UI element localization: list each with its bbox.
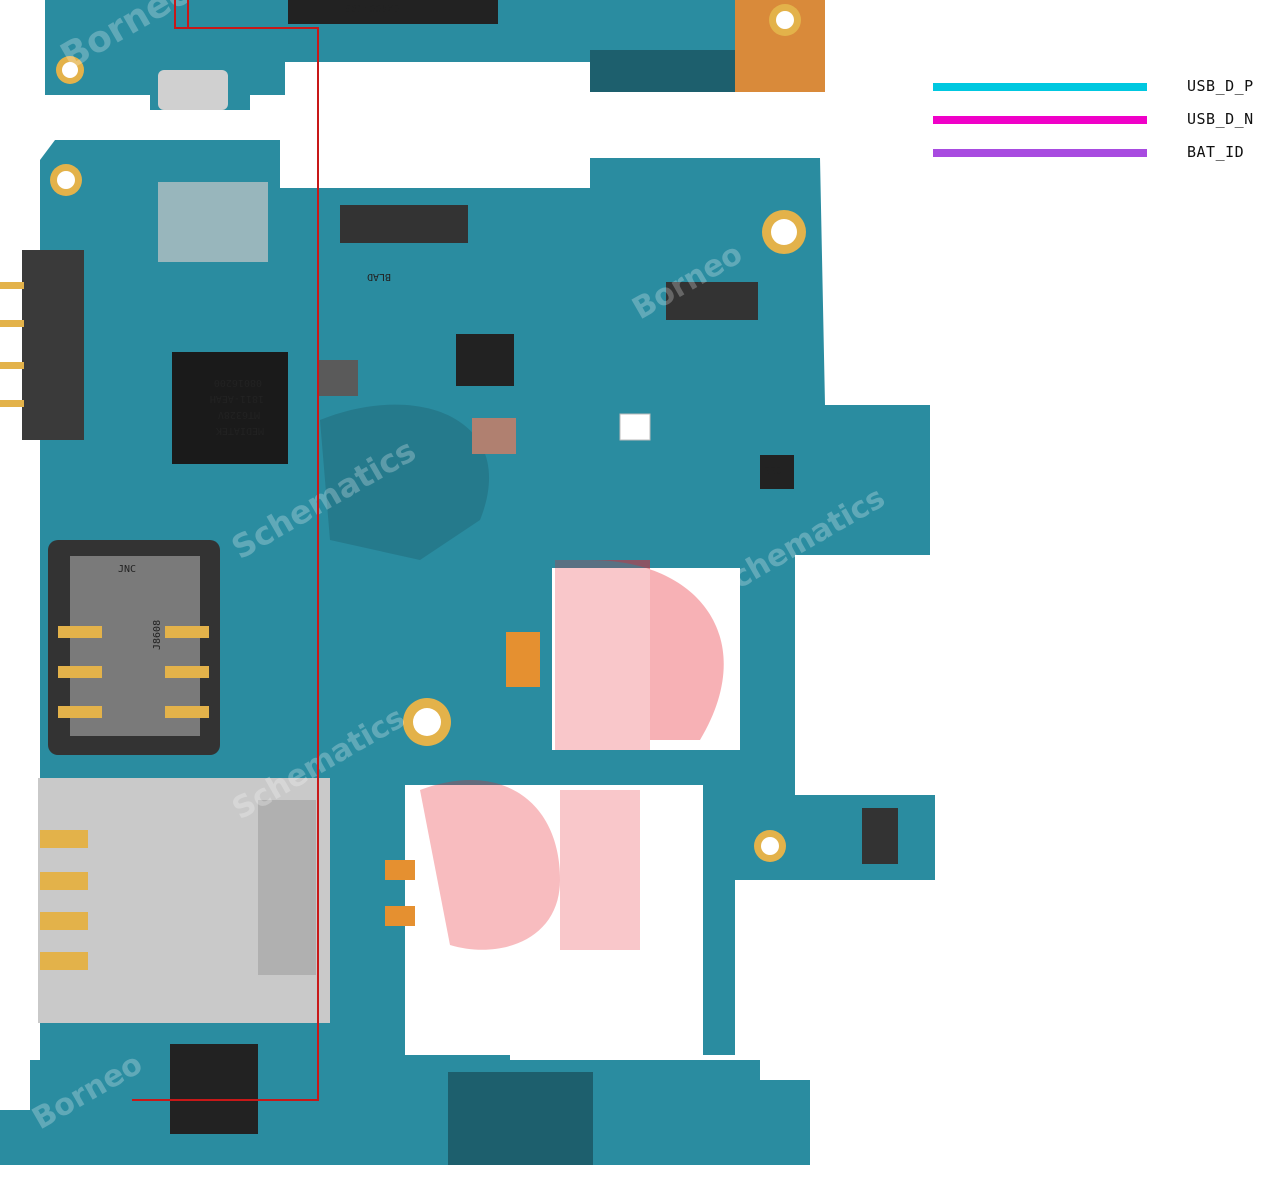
battery-pin xyxy=(0,400,24,407)
capacitor-tantalum xyxy=(506,632,540,687)
sim-contact xyxy=(58,626,102,638)
logo-watermark xyxy=(320,404,490,560)
cutout xyxy=(405,785,703,1055)
legend-label: BAT_ID xyxy=(1187,143,1245,161)
battery-connector xyxy=(22,250,84,440)
inductor xyxy=(472,418,516,454)
flex-connector xyxy=(666,282,758,320)
battery-pin xyxy=(0,362,24,369)
mediatek-model: MT6328V xyxy=(218,409,260,420)
sd-contact xyxy=(40,952,88,970)
sd-contact xyxy=(40,872,88,890)
sim-contact xyxy=(165,706,209,718)
mediatek-code: 1811-AEAH xyxy=(210,393,264,404)
sim-contact xyxy=(58,706,102,718)
sd-contact xyxy=(40,912,88,930)
legend-item-usb-d-n: USB_D_N xyxy=(933,110,1271,132)
battery-pin xyxy=(0,282,24,289)
legend-label: USB_D_P xyxy=(1187,77,1254,95)
legend-swatch xyxy=(933,149,1147,157)
mediatek-date: 08016200 xyxy=(214,377,262,388)
fpc-connector xyxy=(862,808,898,864)
logo-watermark xyxy=(560,790,640,950)
highlighted-trace xyxy=(132,0,319,1101)
top-chip-label: S61FGG6XD xyxy=(345,4,399,15)
sim-contact xyxy=(165,666,209,678)
flex-connector xyxy=(340,205,468,243)
top-chip xyxy=(288,0,498,24)
legend-item-usb-d-p: USB_D_P xyxy=(933,77,1271,99)
logo-watermark xyxy=(590,560,724,740)
top-board-dark xyxy=(590,50,735,92)
sim-contact xyxy=(165,626,209,638)
ic xyxy=(456,334,514,386)
led xyxy=(619,413,651,441)
legend-item-bat-id: BAT_ID xyxy=(933,143,1271,165)
ic xyxy=(170,1044,258,1134)
mount-hole xyxy=(761,837,779,855)
connector-mark: BLAD xyxy=(367,271,391,282)
sd-card-inner xyxy=(258,800,316,975)
legend-label: USB_D_N xyxy=(1187,110,1254,128)
sd-contact xyxy=(40,830,88,848)
legend-swatch xyxy=(933,83,1147,91)
bga-chip xyxy=(158,182,268,262)
mount-hole xyxy=(62,62,78,78)
small-ic-label: GGO xyxy=(764,466,782,477)
mediatek-brand: MEDIATEK xyxy=(216,425,264,436)
sim-tray-label: J8608 xyxy=(152,620,163,650)
mount-hole xyxy=(771,219,797,245)
capacitor xyxy=(385,906,415,926)
sim-contact xyxy=(58,666,102,678)
logo-watermark xyxy=(420,780,560,950)
sim-brand: JNC xyxy=(118,564,136,575)
bottom-dark-pad xyxy=(448,1072,593,1165)
capacitor xyxy=(385,860,415,880)
top-connector xyxy=(158,70,228,110)
legend-swatch xyxy=(933,116,1147,124)
ic xyxy=(760,455,794,489)
inductor xyxy=(318,360,358,396)
mediatek-pmic xyxy=(172,352,288,464)
cutout xyxy=(552,568,740,750)
mount-hole xyxy=(57,171,75,189)
mount-hole xyxy=(776,11,794,29)
mount-hole xyxy=(413,708,441,736)
logo-watermark xyxy=(555,560,650,750)
battery-pin xyxy=(0,320,24,327)
